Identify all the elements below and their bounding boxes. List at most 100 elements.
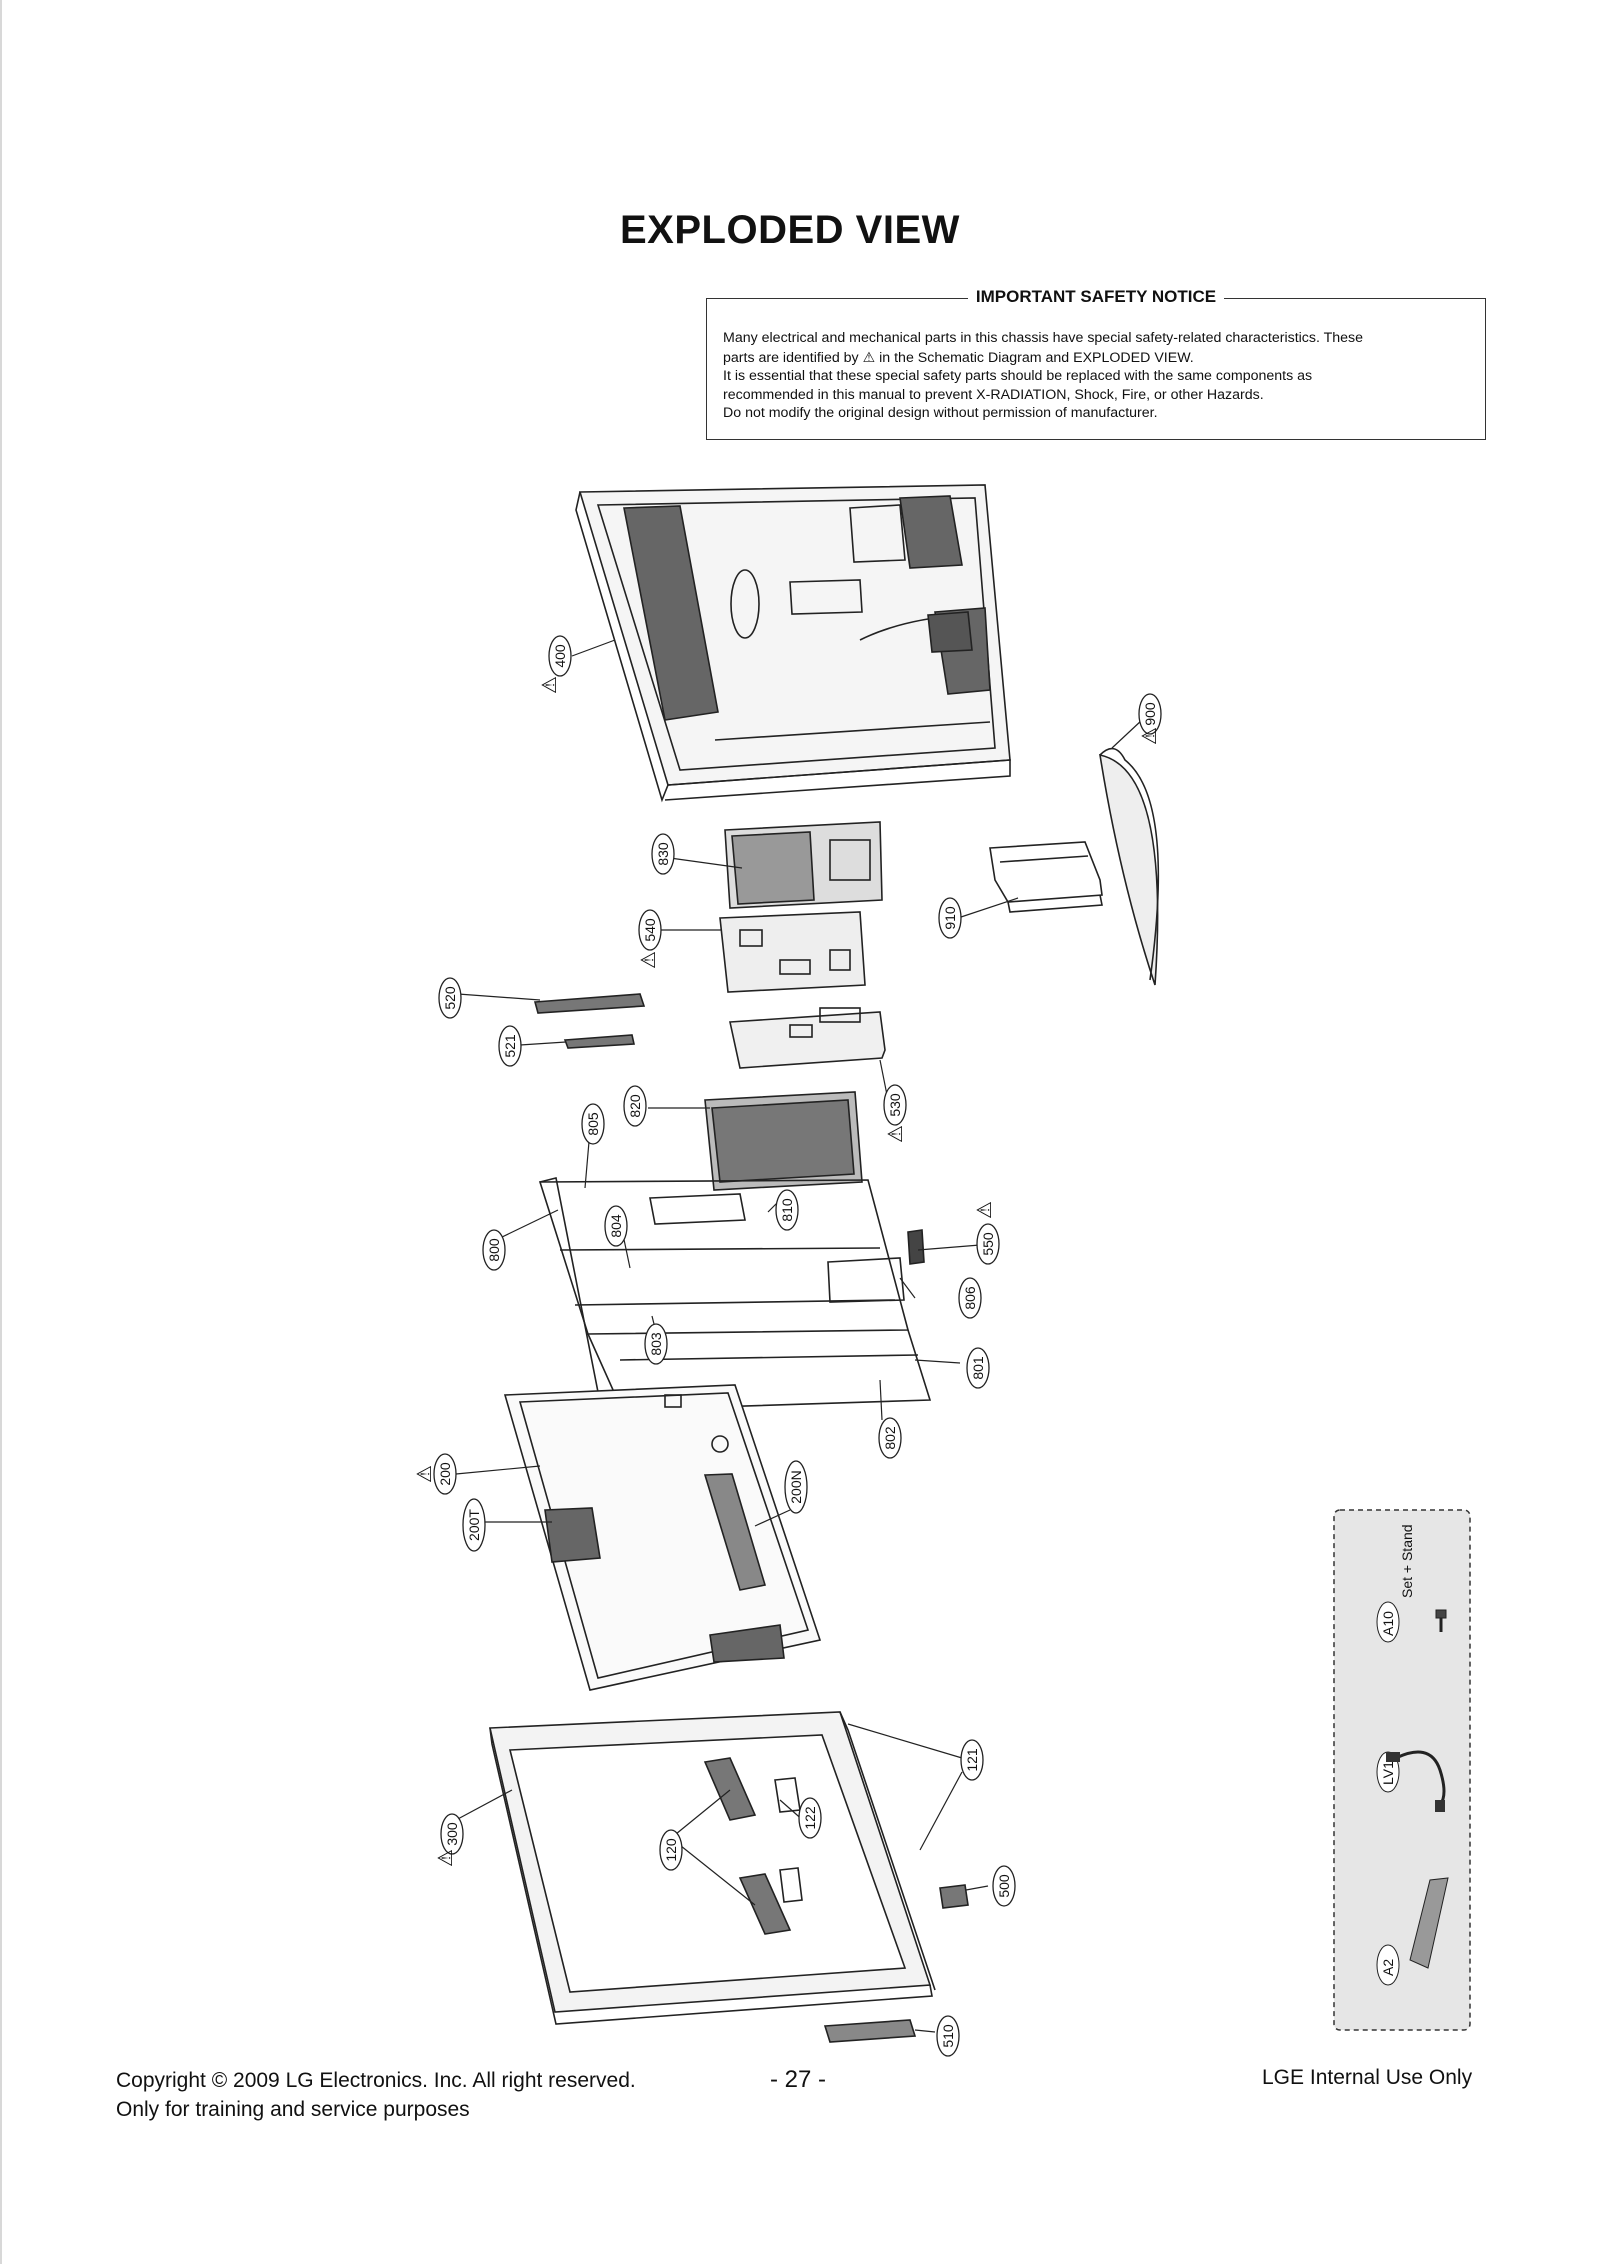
safety-notice-box: IMPORTANT SAFETY NOTICE Many electrical … (706, 287, 1486, 440)
part-label-121: 121 (964, 1748, 980, 1772)
remote-control-icon (1409, 1877, 1449, 1969)
part-label-510: 510 (940, 2024, 956, 2048)
part-label-400: 400 (552, 644, 568, 668)
part-label-bubble (992, 1865, 1016, 1907)
warning-triangle-icon: ⚠ (885, 1125, 907, 1143)
part-label-803: 803 (648, 1332, 664, 1356)
part-label-830: 830 (655, 842, 671, 866)
part-label-bubble (938, 897, 962, 939)
safety-notice-heading-wrap: IMPORTANT SAFETY NOTICE (707, 287, 1485, 307)
accessory-label-lv1: LV1 (1380, 1761, 1396, 1785)
footer-left: Copyright © 2009 LG Electronics. Inc. Al… (116, 2066, 636, 2124)
notice-line-2a: parts are identified by (723, 349, 859, 366)
part-label-bubble (581, 1103, 605, 1145)
part-label-805: 805 (585, 1112, 601, 1136)
notice-line-3: It is essential that these special safet… (723, 368, 1313, 384)
warning-triangle-icon: ⚠ (1139, 727, 1161, 745)
part-label-bubble (966, 1347, 990, 1389)
shield-820-part (704, 1091, 863, 1191)
notice-line-2: parts are identified by ⚠ in the Schemat… (723, 348, 1471, 368)
stand-neck-part (989, 841, 1103, 913)
part-label-900: 900 (1142, 702, 1158, 726)
warning-triangle-icon: ⚠ (974, 1201, 996, 1219)
safety-notice-body: Many electrical and mechanical parts in … (723, 329, 1471, 423)
part-label-group: 4009008309105405205215308208058105508008… (433, 635, 1162, 2057)
part-label-bubble (440, 1813, 464, 1855)
part-label-bubble (878, 1417, 902, 1459)
part-label-200n: 200N (788, 1470, 804, 1503)
part-label-bubble (462, 1498, 486, 1552)
part-label-bubble (651, 833, 675, 875)
notice-line-4: recommended in this manual to prevent X-… (723, 386, 1264, 403)
key-board-part (533, 993, 646, 1049)
part-label-bubble (775, 1189, 799, 1231)
warning-triangle-icon: ⚠ (862, 348, 876, 365)
part-label-bubble (438, 977, 462, 1019)
part-label-bubble (958, 1277, 982, 1319)
warning-triangle-icon: ⚠ (414, 1465, 436, 1483)
part-label-120: 120 (663, 1838, 679, 1862)
part-label-bubble (784, 1460, 808, 1514)
part-label-bubble (548, 635, 572, 677)
warning-triangle-icon: ⚠ (539, 676, 561, 694)
part-label-800: 800 (486, 1238, 502, 1262)
part-label-bubble (1138, 693, 1162, 735)
part-label-122: 122 (802, 1806, 818, 1830)
part-label-200t: 200T (466, 1509, 482, 1541)
part-label-550: 550 (980, 1232, 996, 1256)
warning-triangle-icon: ⚠ (638, 951, 660, 969)
warning-group: ⚠ ⚠ ⚠ ⚠ ⚠ ⚠ ⚠ (414, 676, 1161, 1867)
part-label-200: 200 (437, 1462, 453, 1486)
footer-page-number: - 27 - (770, 2066, 827, 2093)
safety-notice-heading: IMPORTANT SAFETY NOTICE (967, 287, 1225, 306)
notice-line-2b: in the Schematic Diagram and EXPLODED VI… (879, 349, 1194, 366)
part-label-bubble (482, 1229, 506, 1271)
part-label-bubble (936, 2015, 960, 2057)
front-bezel-part (489, 1711, 936, 2025)
accessory-label-a10: A10 (1380, 1611, 1396, 1636)
accessory-box: Set + Stand A10 LV1 A2 (1333, 1509, 1471, 2031)
part-label-804: 804 (608, 1214, 624, 1238)
back-cover-part (575, 484, 1011, 803)
notice-line-1: Many electrical and mechanical parts in … (723, 330, 1364, 346)
main-board-part (719, 911, 866, 993)
footer-internal: LGE Internal Use Only (1262, 2066, 1473, 2089)
accessory-set-stand-label: Set + Stand (1399, 1524, 1415, 1598)
part-label-bubble (659, 1829, 683, 1871)
page-title: EXPLODED VIEW (620, 208, 960, 252)
frame-800-part (538, 1177, 932, 1421)
part-label-bubble (638, 909, 662, 951)
part-label-300: 300 (444, 1822, 460, 1846)
part-label-bubble (433, 1453, 457, 1495)
part-label-910: 910 (942, 906, 958, 930)
stand-base-part (1099, 747, 1160, 986)
part-label-bubble (623, 1085, 647, 1127)
part-label-bubble (976, 1223, 1000, 1265)
part-label-520: 520 (442, 986, 458, 1010)
ir-board-part (939, 1884, 969, 1909)
screw-icon (1435, 1609, 1447, 1632)
part-label-bubble (883, 1084, 907, 1126)
lcd-module-part (503, 1384, 822, 1691)
part-label-540: 540 (642, 918, 658, 942)
warning-triangle-icon: ⚠ (435, 1849, 457, 1867)
part-label-802: 802 (882, 1426, 898, 1450)
footer-copyright: Copyright © 2009 LG Electronics. Inc. Al… (116, 2069, 636, 2092)
part-label-bubble (644, 1323, 668, 1365)
part-label-801: 801 (970, 1356, 986, 1380)
part-label-820: 820 (627, 1094, 643, 1118)
part-label-bubble (798, 1797, 822, 1839)
accessory-label-a2: A2 (1380, 1959, 1396, 1976)
part-label-500: 500 (996, 1874, 1012, 1898)
power-board-part (729, 1007, 886, 1069)
part-label-bubble (498, 1025, 522, 1067)
part-label-806: 806 (962, 1286, 978, 1310)
part-label-521: 521 (502, 1034, 518, 1058)
shield-830-part (724, 821, 883, 909)
part-label-530: 530 (887, 1093, 903, 1117)
cable-icon (1386, 1750, 1446, 1812)
control-key-part (823, 2019, 917, 2043)
footer-training: Only for training and service purposes (116, 2098, 470, 2121)
part-label-bubble (604, 1205, 628, 1247)
